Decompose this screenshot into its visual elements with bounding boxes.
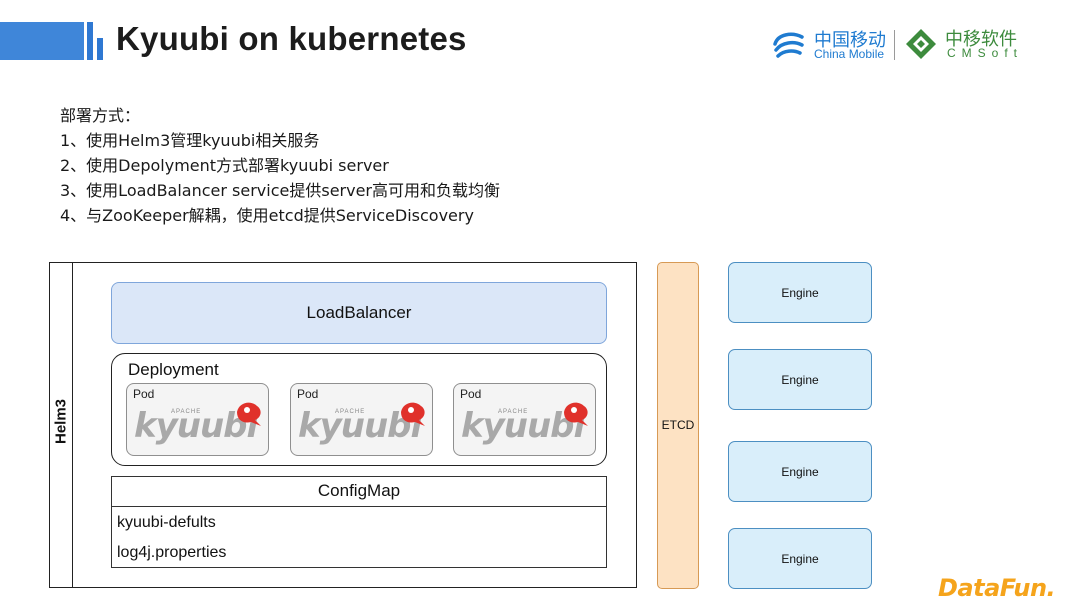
notes-line: 2、使用Depolyment方式部署kyuubi server	[60, 156, 389, 175]
helm3-label-strip	[49, 262, 73, 588]
cmsoft-logo-icon	[906, 29, 936, 59]
header-accent-bar	[0, 22, 84, 60]
load-balancer-node: LoadBalancer	[111, 282, 607, 344]
configmap-item: log4j.properties	[117, 544, 227, 561]
engine-node: Engine	[728, 528, 872, 589]
engine-node: Engine	[728, 441, 872, 502]
pod-node: Pod kyuubi APACHE	[290, 383, 433, 456]
configmap-container	[111, 476, 607, 568]
kyuubi-fox-icon	[401, 402, 425, 426]
pod-label: Pod	[297, 387, 319, 401]
notes-line: 1、使用Helm3管理kyuubi相关服务	[60, 131, 320, 150]
configmap-item: kyuubi-defults	[117, 514, 216, 531]
engine-label: Engine	[781, 551, 819, 566]
load-balancer-label: LoadBalancer	[306, 303, 412, 322]
pod-label: Pod	[460, 387, 482, 401]
engine-label: Engine	[781, 372, 819, 387]
kyuubi-logo-apache-text: APACHE	[171, 409, 202, 415]
configmap-title: ConfigMap	[317, 481, 401, 500]
notes-heading: 部署方式：	[60, 106, 141, 125]
pod-node: Pod kyuubi APACHE	[453, 383, 596, 456]
china-mobile-name-en: China Mobile	[814, 47, 885, 61]
header-accent-stripe	[87, 22, 93, 60]
kyuubi-logo-apache-text: APACHE	[335, 409, 366, 415]
engine-node: Engine	[728, 262, 872, 323]
datafun-logo: DataFun.	[938, 574, 1056, 602]
cmsoft-name-cn: 中移软件	[945, 29, 1017, 50]
engine-label: Engine	[781, 464, 819, 479]
notes-line: 4、与ZooKeeper解耦，使用etcd提供ServiceDiscovery	[60, 206, 474, 225]
deployment-notes: 部署方式： 1、使用Helm3管理kyuubi相关服务 2、使用Depolyme…	[60, 103, 500, 228]
notes-line: 3、使用LoadBalancer service提供server高可用和负载均衡	[60, 181, 501, 200]
cmsoft-name-en: CMSoft	[947, 46, 1024, 60]
etcd-label: ETCD	[661, 418, 695, 432]
engine-node: Engine	[728, 349, 872, 410]
logo-divider	[894, 30, 895, 60]
engine-label: Engine	[781, 285, 819, 300]
pod-node: Pod kyuubi APACHE	[126, 383, 269, 456]
helm3-label: Helm3	[52, 398, 70, 445]
kyuubi-fox-icon	[237, 402, 261, 426]
slide-title: Kyuubi on kubernetes	[116, 20, 467, 57]
etcd-node	[657, 262, 699, 589]
kyuubi-logo-apache-text: APACHE	[498, 409, 529, 415]
configmap-title-row: ConfigMap	[111, 476, 607, 507]
header-accent-stripe	[97, 38, 103, 60]
china-mobile-logo-icon	[773, 32, 804, 58]
china-mobile-name-cn: 中国移动	[814, 30, 886, 51]
deployment-label: Deployment	[128, 360, 219, 379]
pod-label: Pod	[133, 387, 155, 401]
kyuubi-fox-icon	[564, 402, 588, 426]
